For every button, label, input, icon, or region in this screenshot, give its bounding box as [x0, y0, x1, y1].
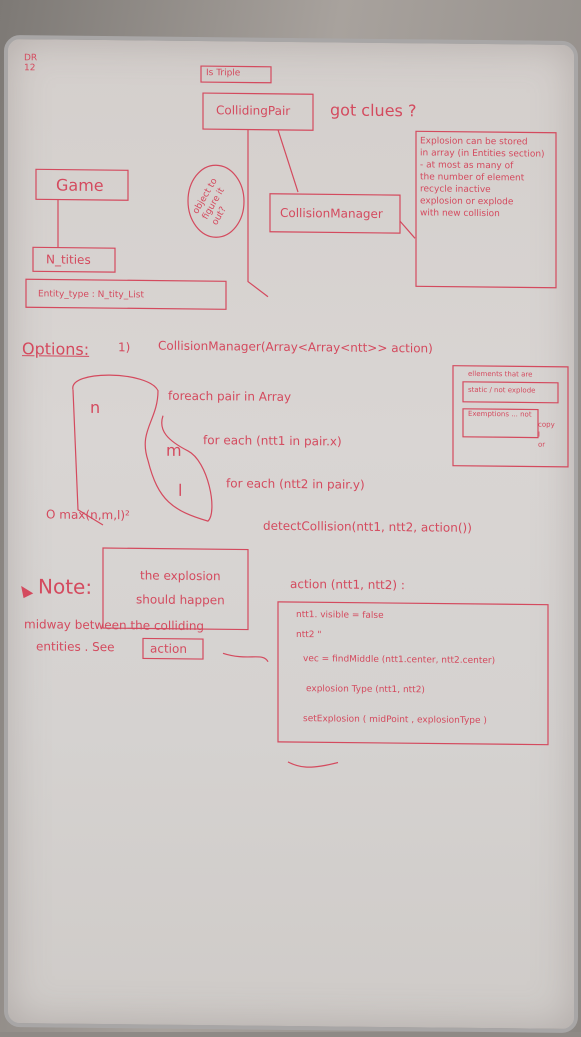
right-note-box: [415, 130, 557, 289]
foreach-ntt2: for each (ntt2 in pair.y): [226, 476, 365, 492]
detect-collision: detectCollision(ntt1, ntt2, action()): [263, 518, 472, 535]
note-arrowhead: [21, 585, 34, 599]
small-box-inner: [462, 381, 559, 404]
action-line: ntt2 ": [296, 630, 322, 641]
small-box-inner-2: [462, 408, 539, 439]
option-number: 1): [118, 340, 131, 355]
right-note-line: with new collision: [420, 208, 500, 220]
right-note: Explosion can be stored in array (in Ent…: [420, 135, 545, 220]
game-label: Game: [56, 175, 104, 196]
note-to-manager-line: [399, 220, 416, 239]
pair-to-manager-line: [277, 129, 299, 193]
got-clues-label: got clues ?: [330, 100, 417, 121]
note-line: midway between the colliding: [24, 617, 205, 634]
complexity-label: O max(n,m,l)²: [46, 507, 130, 523]
note-line: should happen: [136, 592, 225, 608]
note-action-box: [142, 637, 204, 660]
game-box: [35, 168, 129, 201]
pair-to-entities-line: [247, 129, 269, 298]
action-line: explosion Type (ntt1, ntt2): [306, 684, 425, 696]
action-line: ntt1. visible = false: [296, 610, 384, 621]
n-tities-label: N_tities: [46, 252, 91, 267]
collision-manager-label: CollisionManager: [280, 205, 383, 221]
entity-type-label: Entity_type : N_tity_List: [38, 289, 144, 301]
small-box-note: ellements that are static / not explode …: [468, 369, 555, 450]
entity-list-box: [25, 278, 227, 310]
loops-bracket: [72, 389, 104, 526]
small-box-line: I: [538, 430, 541, 439]
small-box-line: Exemptions ... not: [468, 409, 532, 419]
note-line: the explosion: [140, 568, 221, 584]
whiteboard-drawings: [21, 65, 569, 768]
is-triple-label: Is Triple: [206, 68, 241, 79]
action-line: vec = findMiddle (ntt1.center, ntt2.cent…: [303, 654, 496, 667]
small-box-line: ellements that are: [468, 369, 533, 379]
colliding-pair-box: [202, 92, 314, 131]
n-label: n: [90, 397, 101, 418]
note-line: entities . See: [36, 639, 115, 655]
action-definition: action (ntt1, ntt2) :: [290, 576, 405, 593]
loops-squiggle: [72, 374, 213, 522]
corner-label: DR 12: [24, 53, 38, 74]
action-arrow: [222, 652, 269, 663]
options-label: Options:: [22, 339, 90, 359]
foreach-pair: foreach pair in Array: [168, 388, 292, 405]
note-label: Note:: [38, 574, 93, 599]
action-line: setExplosion ( midPoint , explosionType …: [303, 714, 487, 727]
m-label: m: [166, 440, 182, 460]
side-note-ellipse: [187, 164, 245, 238]
option-signature: CollisionManager(Array<Array<ntt>> actio…: [158, 338, 433, 356]
l-label: l: [178, 480, 183, 500]
small-box-line: static / not explode: [468, 385, 536, 395]
bottom-scribble: [287, 761, 339, 768]
foreach-ntt1: for each (ntt1 in pair.x): [203, 433, 342, 449]
note-action-link: action: [150, 641, 187, 656]
colliding-pair-label: CollidingPair: [216, 103, 291, 118]
collision-manager-box: [269, 193, 401, 234]
is-triple-box: [200, 65, 272, 84]
action-def-box: [277, 601, 549, 746]
whiteboard: DR 12 Is Triple CollidingPair got clues …: [4, 34, 578, 1034]
note-box: [102, 547, 249, 631]
small-box-line: copy: [538, 420, 555, 429]
small-box-note-frame: [452, 365, 569, 468]
n-tities-box: [32, 246, 116, 273]
small-box-line: or: [538, 440, 546, 449]
